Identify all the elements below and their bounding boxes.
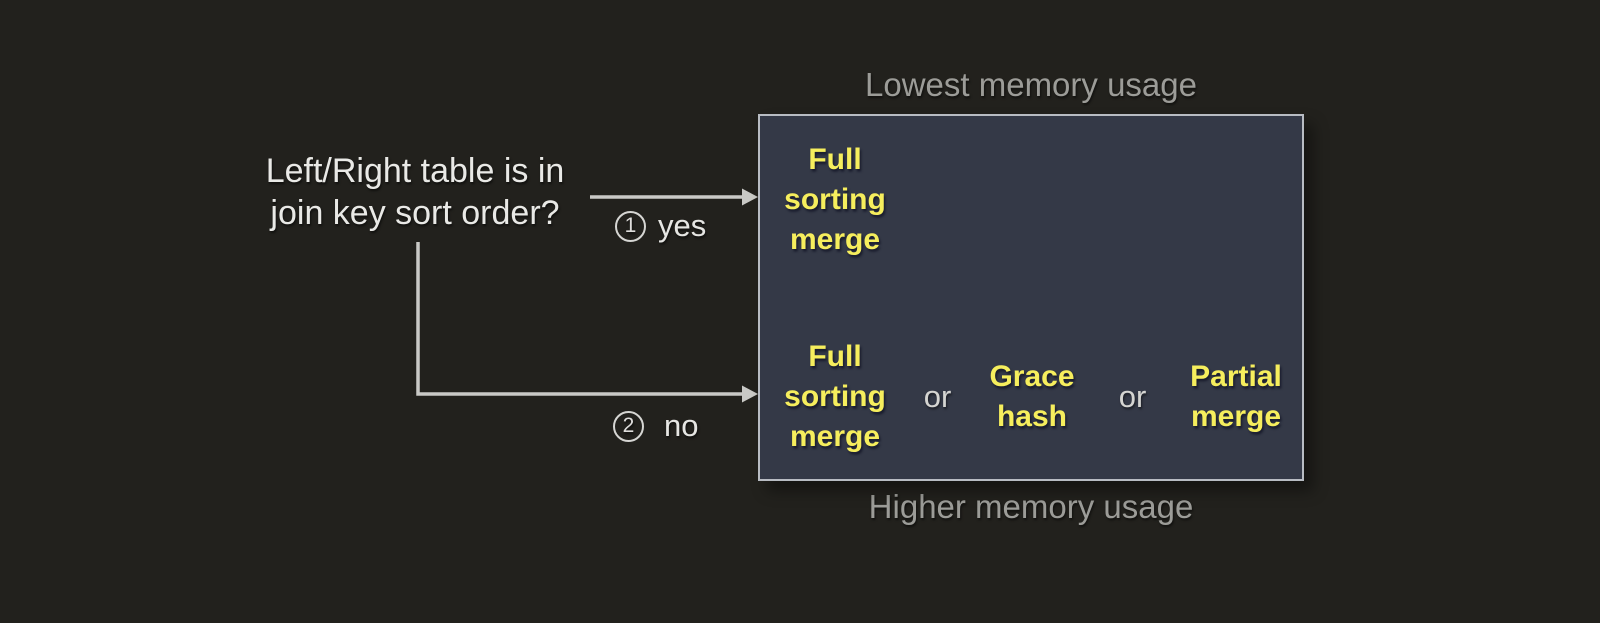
caption-higher-memory: Higher memory usage: [868, 488, 1194, 525]
branch-label-no: 2 no: [613, 408, 698, 444]
branch-yes-number: 1: [624, 214, 637, 237]
or-separator-1: or: [923, 379, 952, 414]
branch-no-text: no: [664, 408, 699, 443]
algorithm-partial-merge: Partial merge: [1190, 360, 1282, 433]
question-line-2: join key sort order?: [270, 194, 560, 232]
algorithm-full-sorting-merge-sorted: Full sorting merge: [784, 143, 886, 256]
algorithm-box: Full sorting merge Full sorting merge or…: [758, 114, 1304, 481]
branch-yes-text: yes: [658, 208, 707, 243]
circled-two-icon: 2: [613, 410, 644, 442]
question-line-1: Left/Right table is in: [265, 152, 565, 190]
algorithm-grace-hash: Grace hash: [989, 360, 1075, 433]
circled-one-icon: 1: [615, 210, 646, 242]
caption-lowest-memory: Lowest memory usage: [865, 66, 1197, 103]
no-arrowhead-icon: [742, 385, 758, 403]
question-text: Left/Right table is in join key sort ord…: [230, 150, 600, 234]
algorithm-full-sorting-merge-unsorted: Full sorting merge: [784, 340, 886, 453]
branch-no-number: 2: [622, 414, 635, 437]
yes-arrowhead-icon: [742, 188, 758, 206]
branch-label-yes: 1 yes: [615, 208, 706, 244]
or-separator-2: or: [1118, 379, 1147, 414]
no-arrow-elbow: [416, 242, 744, 396]
